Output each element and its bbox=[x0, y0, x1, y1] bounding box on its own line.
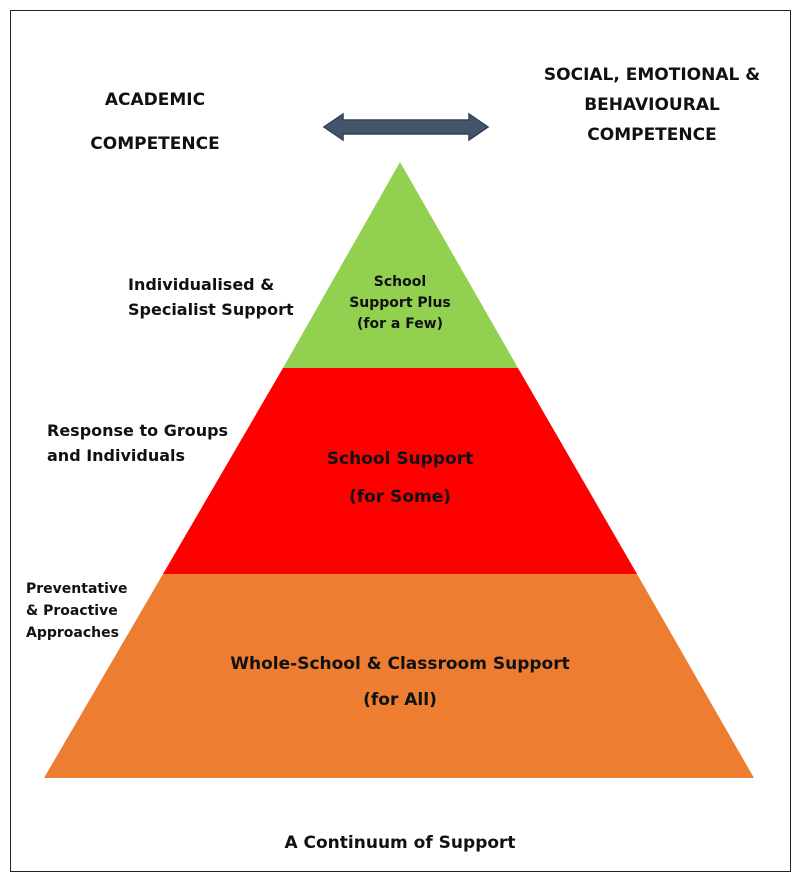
heading-line: BEHAVIOURAL bbox=[584, 95, 720, 115]
diagram-frame bbox=[10, 10, 791, 872]
side-line: Response to Groups bbox=[47, 421, 229, 440]
tier-bottom-label: Whole-School & Classroom Support (for Al… bbox=[150, 646, 650, 718]
tier-middle bbox=[163, 368, 637, 574]
tier-bottom bbox=[44, 574, 754, 778]
heading-line: COMPETENCE bbox=[587, 125, 717, 145]
tier-top bbox=[283, 162, 518, 368]
tier-line: School bbox=[373, 274, 427, 290]
double-arrow-icon bbox=[322, 112, 490, 142]
side-line: Individualised & bbox=[128, 275, 275, 294]
tier-line: (for a Few) bbox=[356, 316, 444, 332]
side-label-bottom: Preventative & Proactive Approaches bbox=[26, 578, 128, 644]
tier-top-label: School Support Plus (for a Few) bbox=[320, 272, 480, 335]
tier-middle-label: School Support (for Some) bbox=[250, 440, 550, 516]
tier-line: School Support bbox=[326, 449, 474, 469]
side-line: & Proactive bbox=[26, 603, 118, 619]
academic-competence-heading: ACADEMIC COMPETENCE bbox=[60, 78, 250, 166]
tier-line: (for All) bbox=[363, 690, 437, 710]
tier-line: Whole-School & Classroom Support bbox=[230, 654, 570, 674]
side-line: and Individuals bbox=[47, 446, 186, 465]
heading-line: COMPETENCE bbox=[90, 134, 220, 154]
side-line: Preventative bbox=[26, 581, 128, 597]
tier-line: (for Some) bbox=[348, 487, 452, 507]
side-line: Specialist Support bbox=[128, 300, 294, 319]
social-competence-heading: SOCIAL, EMOTIONAL & BEHAVIOURAL COMPETEN… bbox=[530, 60, 774, 150]
heading-line: ACADEMIC bbox=[104, 90, 206, 110]
side-line: Approaches bbox=[26, 625, 119, 641]
tier-line: Support Plus bbox=[349, 295, 451, 311]
side-label-middle: Response to Groups and Individuals bbox=[47, 418, 228, 468]
caption: A Continuum of Support bbox=[284, 833, 516, 853]
heading-line: SOCIAL, EMOTIONAL & bbox=[543, 65, 761, 85]
side-label-top: Individualised & Specialist Support bbox=[128, 272, 294, 322]
